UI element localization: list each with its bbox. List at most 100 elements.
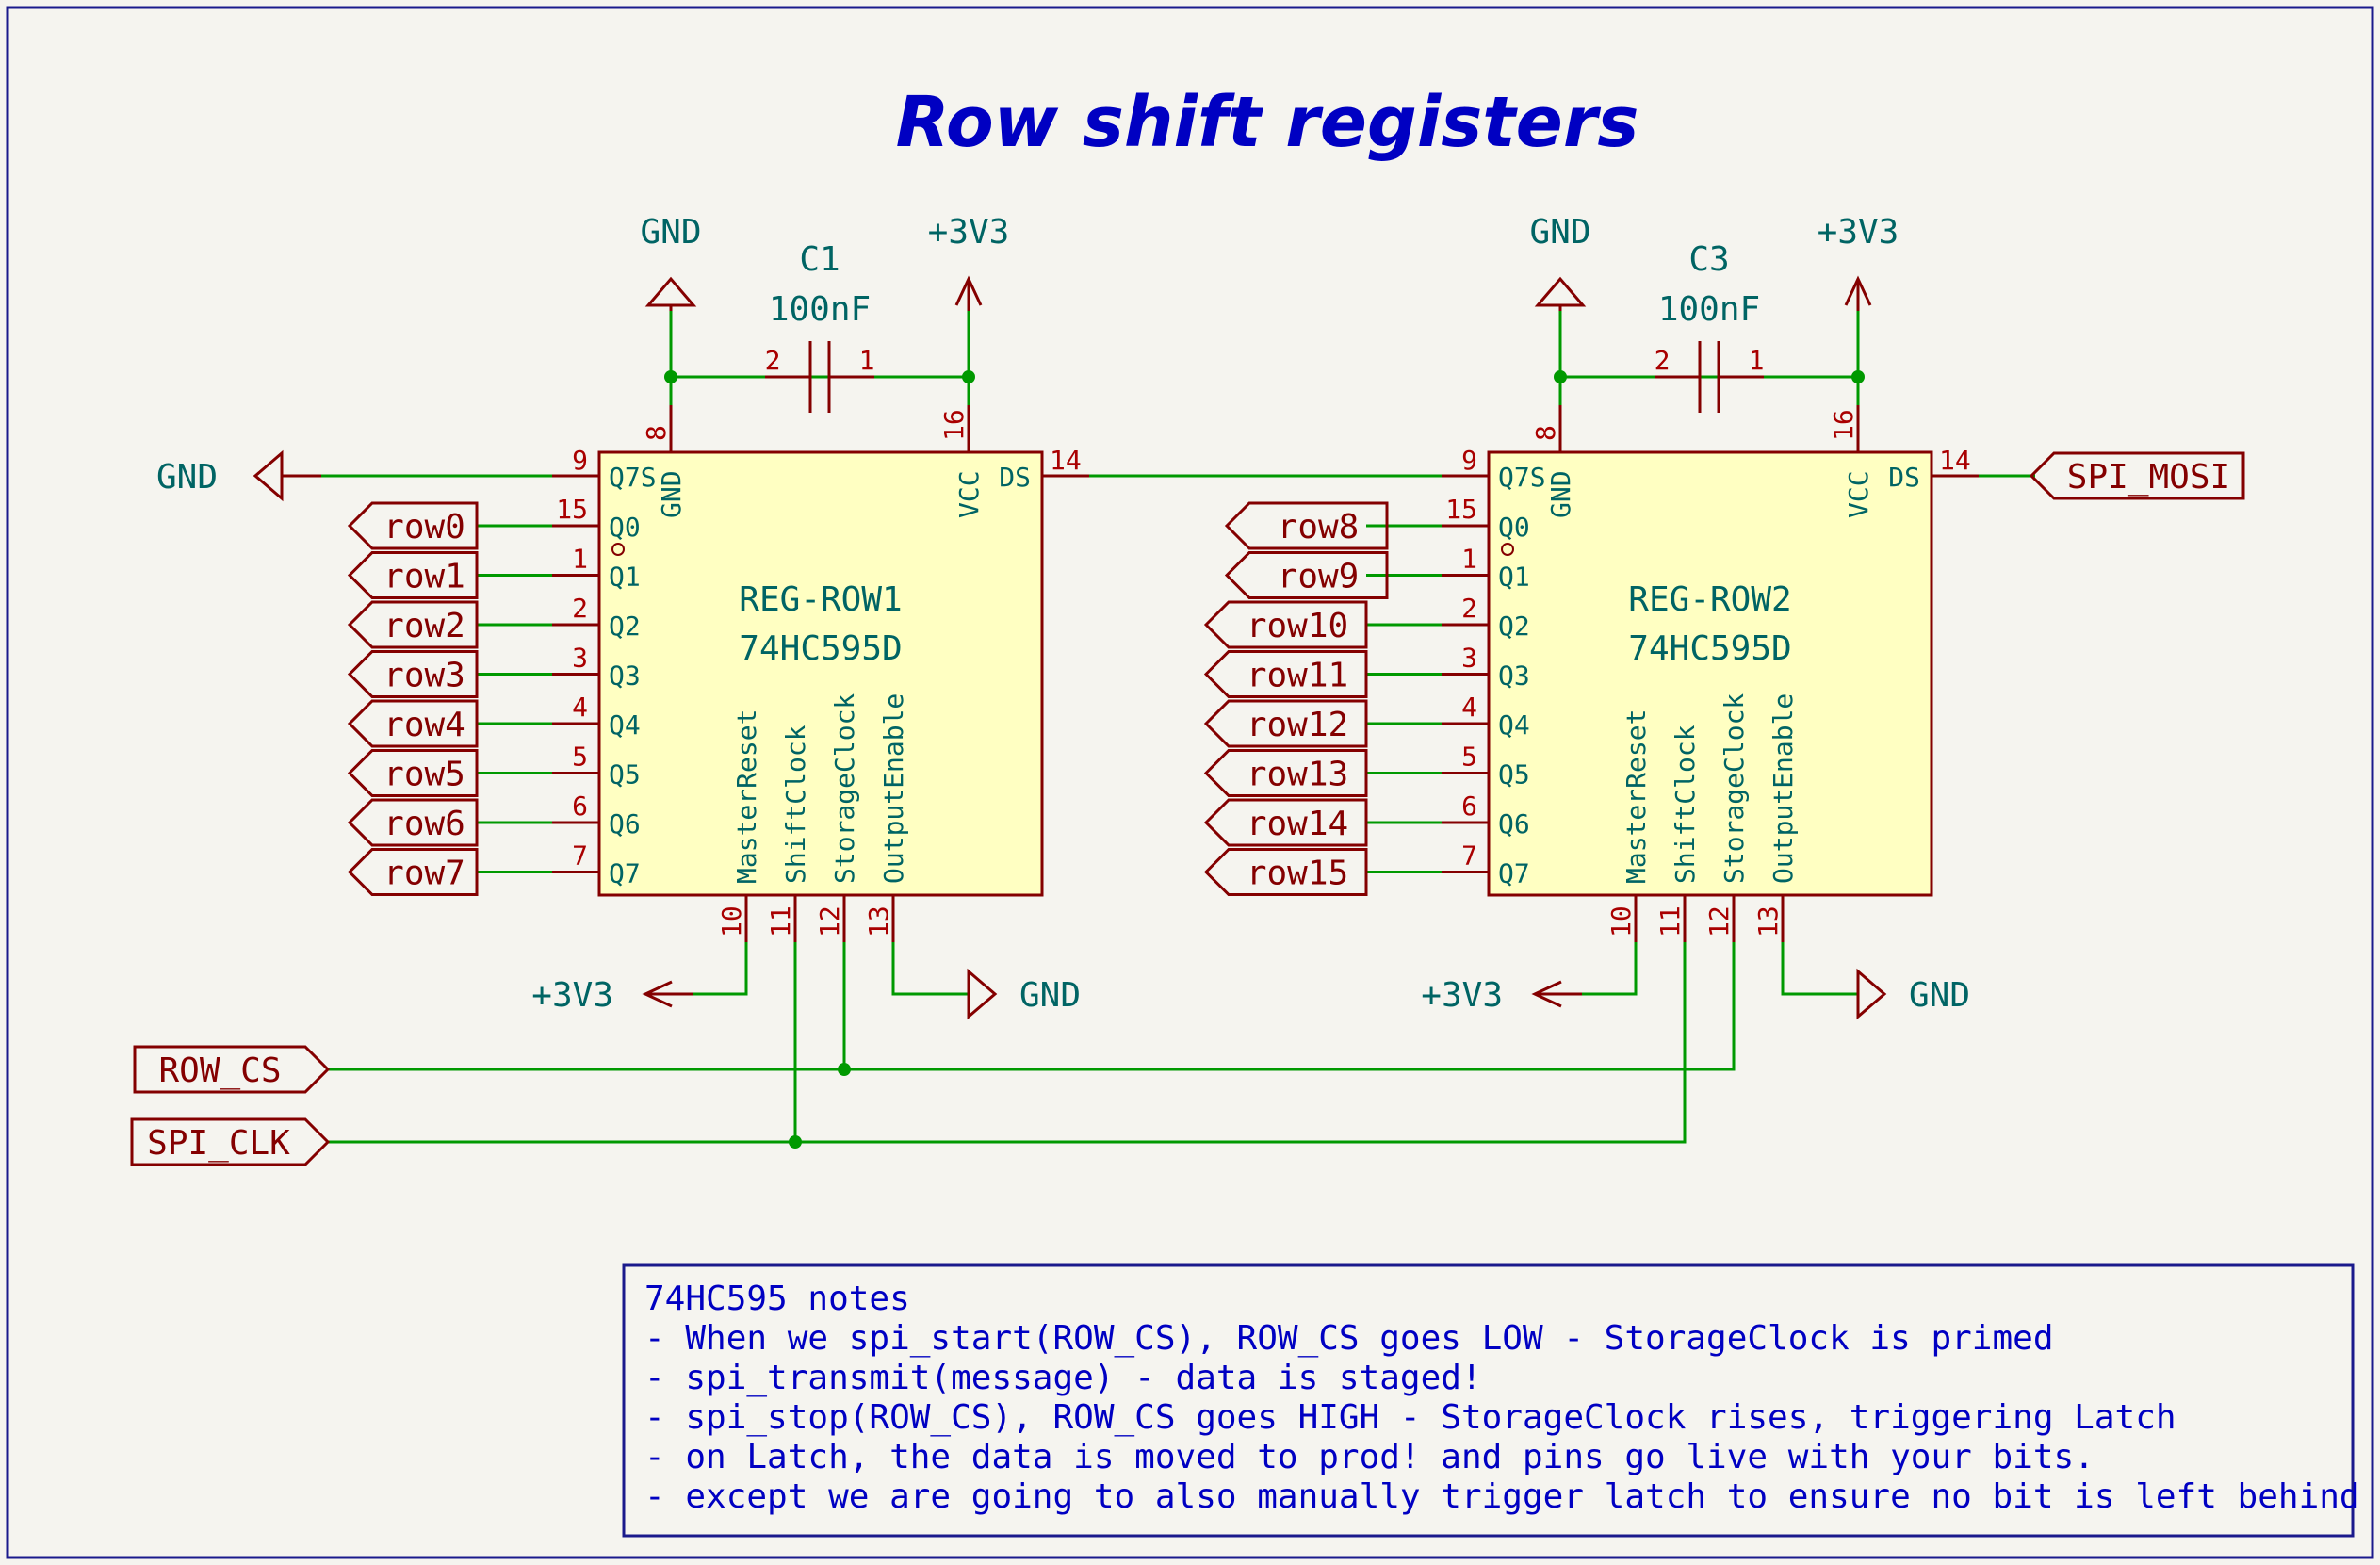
row-net-label [1224,501,1389,550]
notes-line: - spi_stop(ROW_CS), ROW_CS goes HIGH - S… [644,1398,2176,1437]
ic-pin-number: 2 [1461,593,1477,624]
gnd-power-label: GND [640,213,701,252]
ic-pin-name: Q1 [1498,562,1530,593]
row-net-label [1203,600,1368,649]
ic-pin-name: VCC [1843,470,1874,518]
ic-pin-number: 3 [1461,643,1477,674]
vcc-power-label: +3V3 [928,213,1010,252]
row-net-label-text: row5 [383,756,465,794]
wire [1541,942,1638,996]
ic-pin-inversion-mark [611,543,625,556]
ic-pin-inversion-mark [1501,543,1514,556]
ic-pin-number: 7 [1461,840,1477,872]
capacitor-value: 100nF [1658,290,1760,329]
row-net-label [1203,798,1368,847]
row-net-label-text: row9 [1278,558,1360,596]
ic-pin-number: 6 [1461,791,1477,822]
ic-pin-name: Q0 [1498,512,1530,543]
vcc-arrow-icon [1844,275,1872,306]
ic-part-number: 74HC595D [1628,629,1791,668]
ic-pin-name: Q3 [609,660,641,692]
wire [1781,942,1858,996]
junction-dot [1554,370,1567,383]
ic-body [597,450,1044,897]
ic-pin-name: StorageClock [1719,693,1750,884]
gnd-power-label: GND [1019,976,1081,1015]
row-net-label [1203,848,1368,896]
vcc-power-label: +3V3 [531,976,613,1015]
notes-heading: 74HC595 notes [644,1280,910,1318]
ic-pin-name: Q6 [609,808,641,840]
ic-pin-number: 13 [1752,905,1784,937]
ic-pin-name: Q4 [1498,709,1530,741]
ic-pin-name: Q7S [609,462,657,493]
row-net-label-text: row14 [1247,805,1348,843]
gnd-symbol-icon [1534,276,1587,307]
ic-pin-name: Q7 [609,858,641,889]
gnd-symbol-icon [253,449,284,502]
junction-dot [664,370,677,383]
ic-pin-number: 10 [716,905,747,937]
capacitor-pin-number: 1 [1749,345,1765,376]
junction-dot [838,1063,851,1076]
ic-pin-number: 1 [1461,544,1477,575]
vcc-power-label: +3V3 [1818,213,1899,252]
sheet-border [6,6,2374,1559]
ic-pin-number: 14 [1050,445,1082,476]
notes-line: - on Latch, the data is moved to prod! a… [644,1438,2095,1476]
capacitor-pin-number: 1 [859,345,875,376]
row-net-label [347,551,479,599]
row-net-label [347,749,479,797]
wire [891,942,969,996]
junction-dot [962,370,975,383]
row-net-label [347,600,479,649]
gnd-symbol-icon [1856,968,1887,1020]
junction-dot [789,1135,802,1149]
ic-pin-name: DS [999,462,1031,493]
gnd-power-label: GND [1529,213,1590,252]
row-net-label-text: row8 [1278,508,1360,546]
row-net-label-text: row2 [383,607,465,645]
ic-pin-name: Q2 [609,611,641,642]
ic-pin-number: 13 [863,905,894,937]
row-net-label-text: row0 [383,508,465,546]
ic-pin-name: GND [1545,470,1576,518]
capacitor-ref: C1 [799,240,840,279]
wires [283,311,2035,1149]
row-net-label-text: row12 [1247,706,1348,744]
ic-pin-name: OutputEnable [878,693,909,884]
ic-pin-number: 6 [572,791,588,822]
ic-pin-number: 4 [1461,692,1477,723]
capacitor-ref: C3 [1688,240,1729,279]
ic-pin-name: MasterReset [1621,709,1652,884]
ic-pin-number: 11 [765,905,796,937]
ic-pin-name: ShiftClock [780,725,811,884]
ic-pin-name: Q7 [1498,858,1530,889]
ic-pin-number: 4 [572,692,588,723]
ic-pin-number: 5 [572,742,588,773]
wire [652,942,748,996]
notes-frame [622,1263,2355,1538]
ic-pin-name: Q2 [1498,611,1530,642]
row-net-label-text: row1 [383,558,465,596]
capacitor-pin-number: 2 [765,345,781,376]
gnd-symbol-icon [967,968,998,1020]
ic-pin-number: 1 [572,544,588,575]
spi-mosi-label-text: SPI_MOSI [2067,458,2230,497]
ic-pin-number: 9 [572,445,588,476]
ic-pin-number: 9 [1461,445,1477,476]
ic-pin-number: 15 [1445,494,1477,525]
row-cs-label [133,1045,331,1094]
ic-pin-name: Q4 [609,709,641,741]
capacitor-pin-number: 2 [1655,345,1671,376]
ic-pin-number: 12 [1703,905,1735,937]
row-net-label [1203,699,1368,748]
ic-pin-name: VCC [954,470,985,518]
ic-pin-name: Q7S [1498,462,1546,493]
ic-pin-number: 16 [938,409,970,441]
ic-pin-name: Q1 [609,562,641,593]
ic-pin-name: OutputEnable [1768,693,1799,884]
row-net-label [1203,749,1368,797]
ic-pin-number: 10 [1606,905,1637,937]
